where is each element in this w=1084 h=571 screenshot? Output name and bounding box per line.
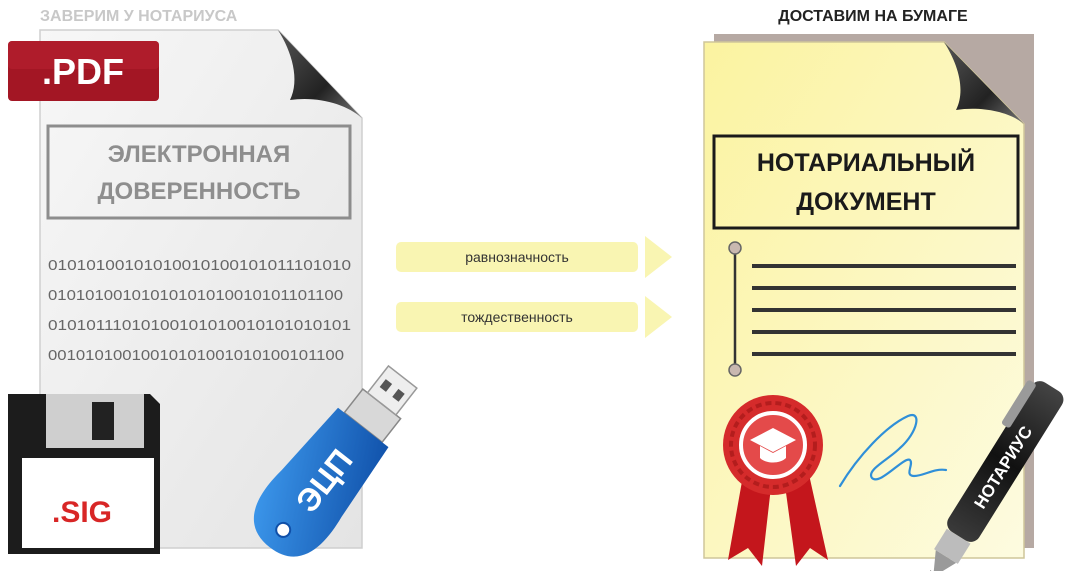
binary-line: 01010100101010101010010101101100 xyxy=(48,287,343,304)
usb-token-icon: ЭЦП xyxy=(253,364,418,557)
left-doc-title-line2: ДОВЕРЕННОСТЬ xyxy=(97,178,300,205)
seal-icon xyxy=(723,395,828,566)
page-fold-icon xyxy=(278,30,362,118)
right-doc-title-line1: НОТАРИАЛЬНЫЙ xyxy=(757,147,975,177)
pdf-label: .PDF xyxy=(42,51,124,92)
arrow-label: тождественность xyxy=(461,309,573,325)
binary-line: 01010100101010010100101011101010 xyxy=(48,257,351,274)
floppy-disk-icon: .SIG xyxy=(8,394,160,554)
right-doc-title-line2: ДОКУМЕНТ xyxy=(796,188,936,216)
signature-icon xyxy=(838,413,948,488)
arrow-identity: тождественность xyxy=(396,296,672,338)
page-fold-icon xyxy=(944,42,1024,124)
left-caption: ЗАВЕРИМ У НОТАРИУСА xyxy=(40,8,238,25)
binary-line: 00101010010010101001010100101100 xyxy=(48,347,344,364)
arrow-equivalence: равнозначность xyxy=(396,236,672,278)
left-doc-title-line1: ЭЛЕКТРОННАЯ xyxy=(108,141,291,168)
right-caption: ДОСТАВИМ НА БУМАГЕ xyxy=(778,8,968,25)
sig-label: .SIG xyxy=(52,496,112,529)
arrow-label: равнозначность xyxy=(465,249,569,265)
binary-line: 01010111010100101010010101010101 xyxy=(48,317,351,334)
pdf-badge: .PDF xyxy=(8,41,159,101)
